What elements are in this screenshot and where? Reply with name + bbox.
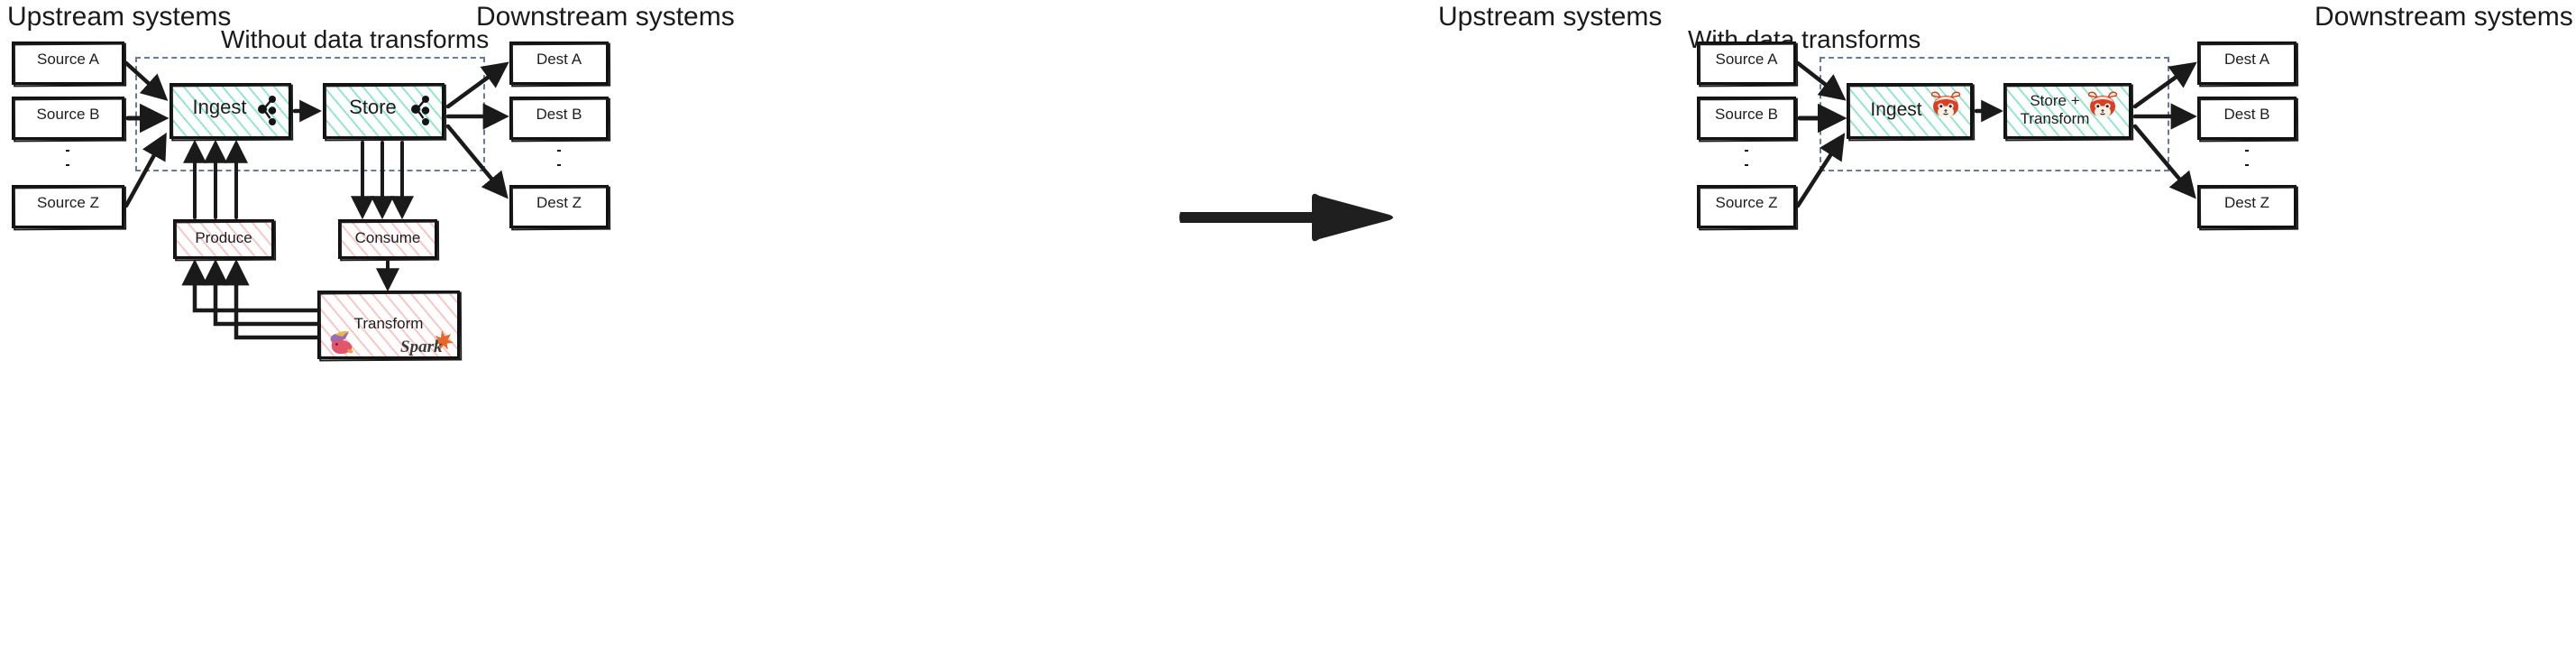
left-store-box[interactable]: Store <box>323 83 447 142</box>
dest-box-b[interactable]: Dest B <box>509 97 611 143</box>
source-z-label: Source Z <box>37 194 99 211</box>
arrow-transform-to-produce-3 <box>223 259 320 340</box>
left-ingest-label: Ingest <box>192 96 247 118</box>
redpanda-icon <box>1930 91 1962 120</box>
source-b-label: Source B <box>36 106 100 123</box>
right-downstream-label: Downstream systems <box>2315 2 2573 32</box>
arrow-transform-to-produce-1 <box>181 259 320 313</box>
box-face <box>12 185 124 228</box>
right-ingest-label: Ingest <box>1870 99 1922 120</box>
box-face <box>338 219 437 259</box>
box-face <box>2197 42 2296 85</box>
consume-label: Consume <box>354 229 421 246</box>
r-source-box-z[interactable]: Source Z <box>1697 185 1799 231</box>
source-box-b[interactable]: Source B <box>12 97 127 143</box>
r-dest-box-b[interactable]: Dest B <box>2197 97 2299 143</box>
box-face <box>12 42 124 85</box>
r-source-a-label: Source A <box>1715 51 1778 68</box>
produce-label: Produce <box>195 229 252 246</box>
r-dest-box-a[interactable]: Dest A <box>2197 42 2299 88</box>
arrow-transform-to-produce-2 <box>202 259 320 327</box>
r-dest-a-label: Dest A <box>2223 51 2270 68</box>
box-face <box>170 83 291 139</box>
transform-label: Transform <box>353 315 424 332</box>
apache-spark-icon: Spark <box>400 328 454 357</box>
box-face <box>1697 42 1796 85</box>
left-store-label: Store <box>349 96 397 118</box>
source-box-a[interactable]: Source A <box>12 42 127 88</box>
box-face <box>509 97 609 140</box>
r-dest-b-label: Dest B <box>2223 106 2270 123</box>
left-panel-caption: Without data transforms <box>221 25 490 53</box>
consume-box[interactable]: Consume <box>338 219 440 262</box>
r-source-box-a[interactable]: Source A <box>1697 42 1799 88</box>
r-dest-box-z[interactable]: Dest Z <box>2197 185 2299 231</box>
dest-z-label: Dest Z <box>536 194 582 211</box>
kafka-icon <box>408 95 435 127</box>
box-face <box>509 185 609 228</box>
right-upstream-label: Upstream systems <box>1438 2 1663 32</box>
svg-text:Spark: Spark <box>400 337 443 356</box>
left-upstream-label: Upstream systems <box>7 2 232 32</box>
apache-flink-squirrel-icon <box>325 329 361 356</box>
produce-box[interactable]: Produce <box>173 219 277 262</box>
source-box-z[interactable]: Source Z <box>12 185 127 231</box>
box-face <box>509 42 609 85</box>
r-source-box-b[interactable]: Source B <box>1697 97 1799 143</box>
dest-a-label: Dest A <box>536 51 582 68</box>
r-source-b-label: Source B <box>1715 106 1778 123</box>
box-face <box>2003 83 2131 139</box>
left-ingest-box[interactable]: Ingest <box>170 83 294 142</box>
box-face <box>2197 97 2296 140</box>
source-a-label: Source A <box>37 51 99 68</box>
box-face <box>12 97 124 140</box>
box-face <box>1697 185 1796 228</box>
right-store-transform-box[interactable]: Store + Transform <box>2003 83 2134 142</box>
right-arrow-icon <box>1177 191 1398 244</box>
right-store-transform-line1: Store + <box>2030 92 2080 109</box>
box-face <box>1697 97 1796 140</box>
transform-box[interactable]: Transform Spark <box>317 291 463 362</box>
right-ingest-box[interactable]: Ingest <box>1847 83 1976 142</box>
kafka-icon <box>254 95 281 127</box>
r-source-z-label: Source Z <box>1715 194 1778 211</box>
dest-b-label: Dest B <box>536 106 582 123</box>
box-face <box>173 219 274 259</box>
left-downstream-label: Downstream systems <box>476 2 735 32</box>
redpanda-icon <box>2086 91 2119 120</box>
dest-box-z[interactable]: Dest Z <box>509 185 611 231</box>
right-store-transform-line2: Transform <box>2020 110 2090 127</box>
r-dest-z-label: Dest Z <box>2223 194 2270 211</box>
box-face <box>2197 185 2296 228</box>
dest-box-a[interactable]: Dest A <box>509 42 611 88</box>
